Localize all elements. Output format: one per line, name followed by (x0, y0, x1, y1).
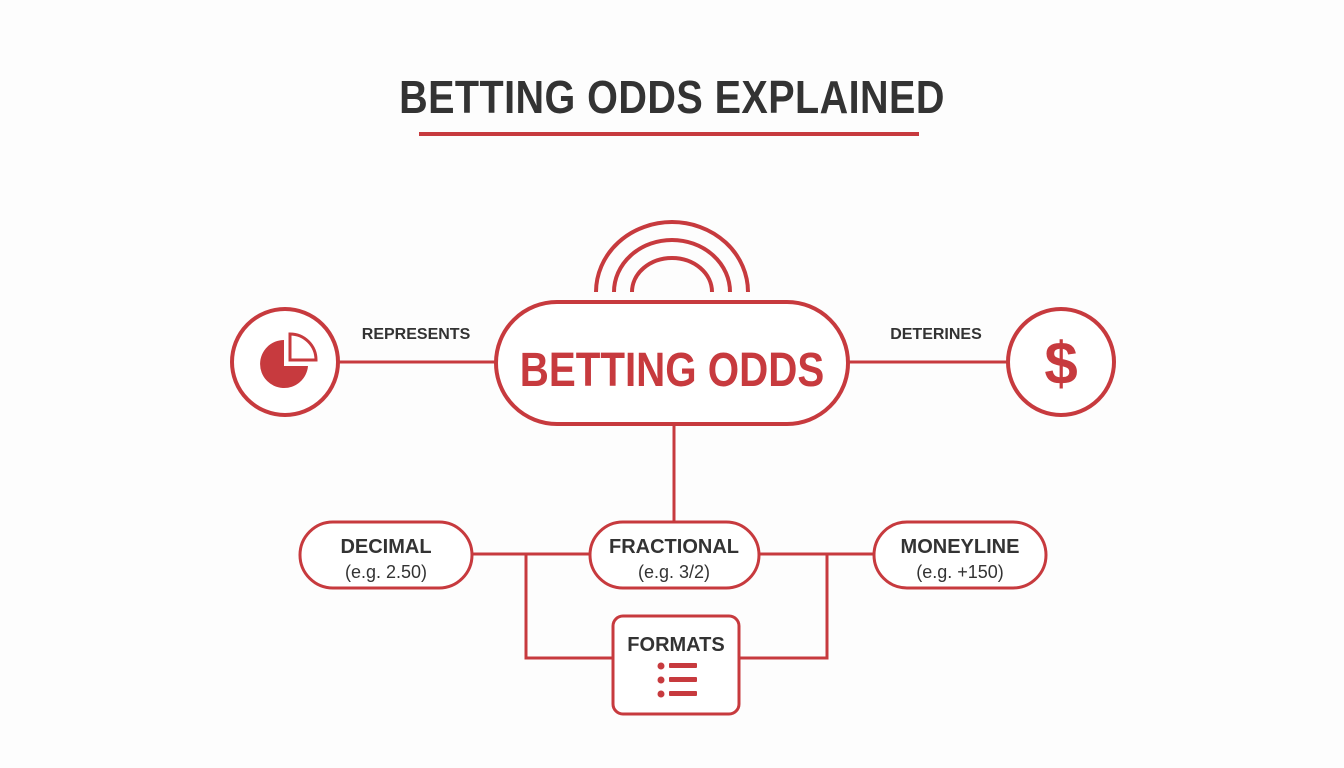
format-fractional-example: (e.g. 3/2) (638, 562, 710, 582)
format-decimal-example: (e.g. 2.50) (345, 562, 427, 582)
page-title: BETTING ODDS EXPLAINED (399, 71, 945, 123)
dollar-icon: $ (1044, 330, 1077, 397)
right-node: $ (1006, 307, 1116, 417)
pie-chart-icon (260, 332, 318, 388)
format-decimal: DECIMAL (e.g. 2.50) (298, 520, 474, 590)
connector-formats-left (524, 554, 613, 660)
format-fractional-name: FRACTIONAL (609, 536, 739, 558)
edge-label-determines: DETERINES (890, 326, 982, 343)
format-decimal-name: DECIMAL (340, 536, 431, 558)
formats-box: FORMATS (611, 614, 741, 716)
list-icon (657, 662, 697, 698)
format-moneyline-example: (e.g. +150) (916, 562, 1004, 582)
formats-box-label: FORMATS (627, 634, 724, 656)
signal-arcs-icon (594, 220, 750, 293)
center-node-label: BETTING ODDS (520, 344, 825, 397)
format-moneyline-name: MONEYLINE (901, 536, 1020, 558)
connector-formats-right (739, 554, 829, 660)
format-fractional: FRACTIONAL (e.g. 3/2) (588, 520, 761, 590)
format-moneyline: MONEYLINE (e.g. +150) (872, 520, 1048, 590)
connectors (338, 360, 1008, 660)
title-underline (419, 132, 919, 136)
edge-label-represents: REPRESENTS (362, 326, 471, 343)
left-node (230, 307, 340, 417)
center-node: BETTING ODDS (494, 300, 850, 426)
